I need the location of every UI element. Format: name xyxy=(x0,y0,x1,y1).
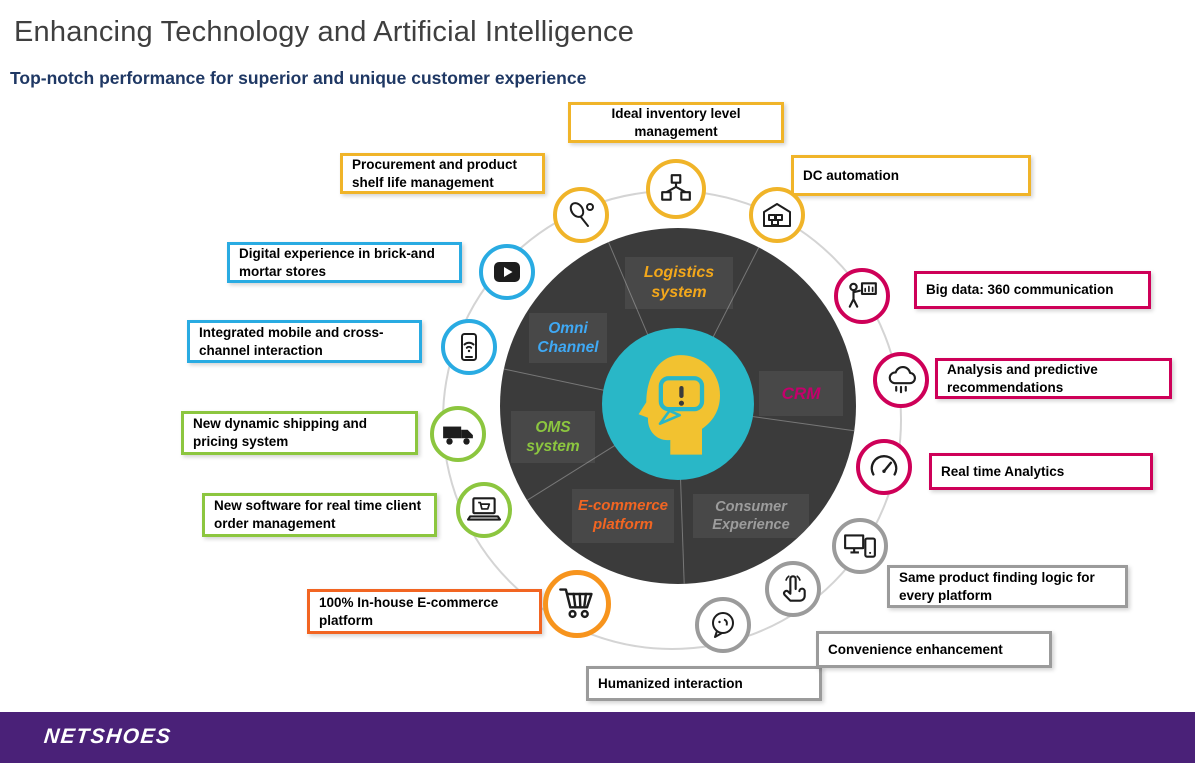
callout-new-software: New software for real time client order … xyxy=(202,493,437,537)
ai-head-icon xyxy=(638,355,720,455)
callout-inhouse-ecommerce: 100% In-house E-commerce platform xyxy=(307,589,542,634)
callout-convenience: Convenience enhancement xyxy=(816,631,1052,668)
segment-ecommerce-platform: E-commerce platform xyxy=(572,489,674,543)
callout-procurement: Procurement and product shelf life manag… xyxy=(340,153,545,194)
segment-consumer-experience: Consumer Experience xyxy=(693,494,809,538)
footer-bar xyxy=(0,712,1195,763)
callout-dc-automation: DC automation xyxy=(791,155,1031,196)
callout-same-product-logic: Same product finding logic for every pla… xyxy=(887,565,1128,608)
callout-dynamic-shipping: New dynamic shipping and pricing system xyxy=(181,411,418,455)
callout-ideal-inventory: Ideal inventory level management xyxy=(568,102,784,143)
warehouse-icon xyxy=(749,187,805,243)
shopping-cart-icon xyxy=(543,570,611,638)
callout-analysis-predictive: Analysis and predictive recommendations xyxy=(935,358,1172,399)
callout-big-data: Big data: 360 communication xyxy=(914,271,1151,309)
technology-wheel xyxy=(500,228,856,584)
callout-humanized-interaction: Humanized interaction xyxy=(586,666,822,701)
callout-digital-experience: Digital experience in brick-and mortar s… xyxy=(227,242,462,283)
segment-logistics-system: Logistics system xyxy=(625,257,733,309)
humanized-chat-icon xyxy=(695,597,751,653)
page-subtitle: Top-notch performance for superior and u… xyxy=(10,68,587,88)
tennis-racket-icon xyxy=(553,187,609,243)
touch-gesture-icon xyxy=(765,561,821,617)
segment-omni-channel: Omni Channel xyxy=(529,313,607,363)
inventory-distribution-icon xyxy=(646,159,706,219)
page-title: Enhancing Technology and Artificial Inte… xyxy=(14,16,635,48)
center-circle xyxy=(602,328,754,480)
presentation-chart-icon xyxy=(834,268,890,324)
multi-device-icon xyxy=(832,518,888,574)
play-video-icon xyxy=(479,244,535,300)
netshoes-logo: NETSHOES xyxy=(42,725,173,748)
mobile-wifi-icon xyxy=(441,319,497,375)
speedometer-icon xyxy=(856,439,912,495)
cloud-data-icon xyxy=(873,352,929,408)
segment-crm: CRM xyxy=(759,371,843,416)
delivery-truck-icon xyxy=(430,406,486,462)
segment-oms-system: OMS system xyxy=(511,411,595,463)
laptop-order-icon xyxy=(456,482,512,538)
callout-realtime-analytics: Real time Analytics xyxy=(929,453,1153,490)
callout-integrated-mobile: Integrated mobile and cross-channel inte… xyxy=(187,320,422,363)
